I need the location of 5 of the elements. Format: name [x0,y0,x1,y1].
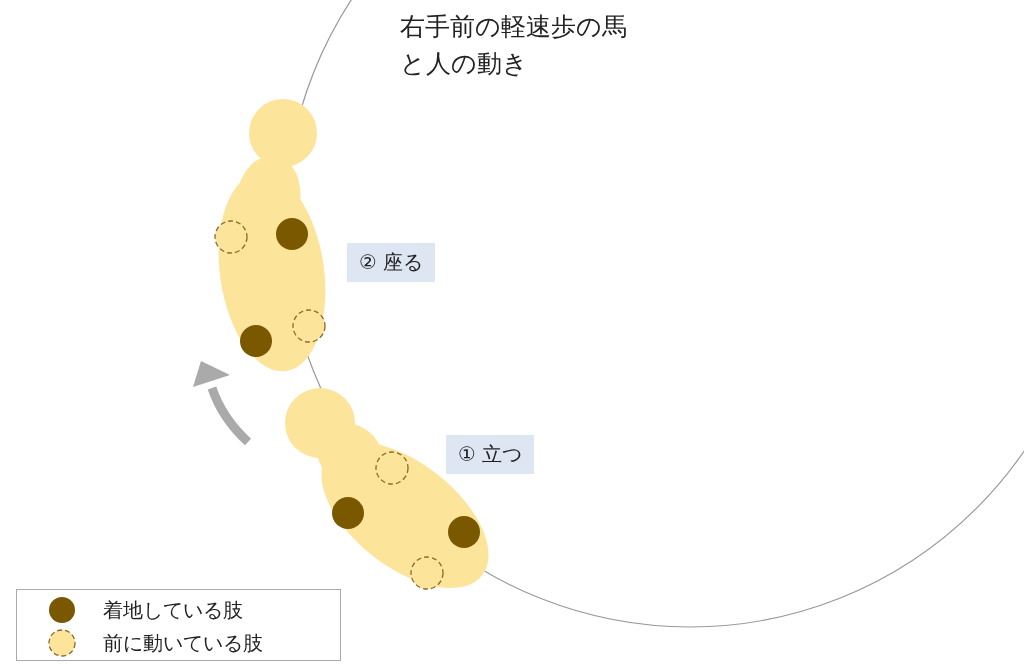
step-label: ① 立つ [446,435,535,474]
title: 右手前の軽速歩の馬と人の動き [400,11,628,80]
legend-text: 前に動いている肢 [103,630,263,657]
legend-text: 着地している肢 [103,597,243,624]
step-label: ② 座る [347,243,436,282]
